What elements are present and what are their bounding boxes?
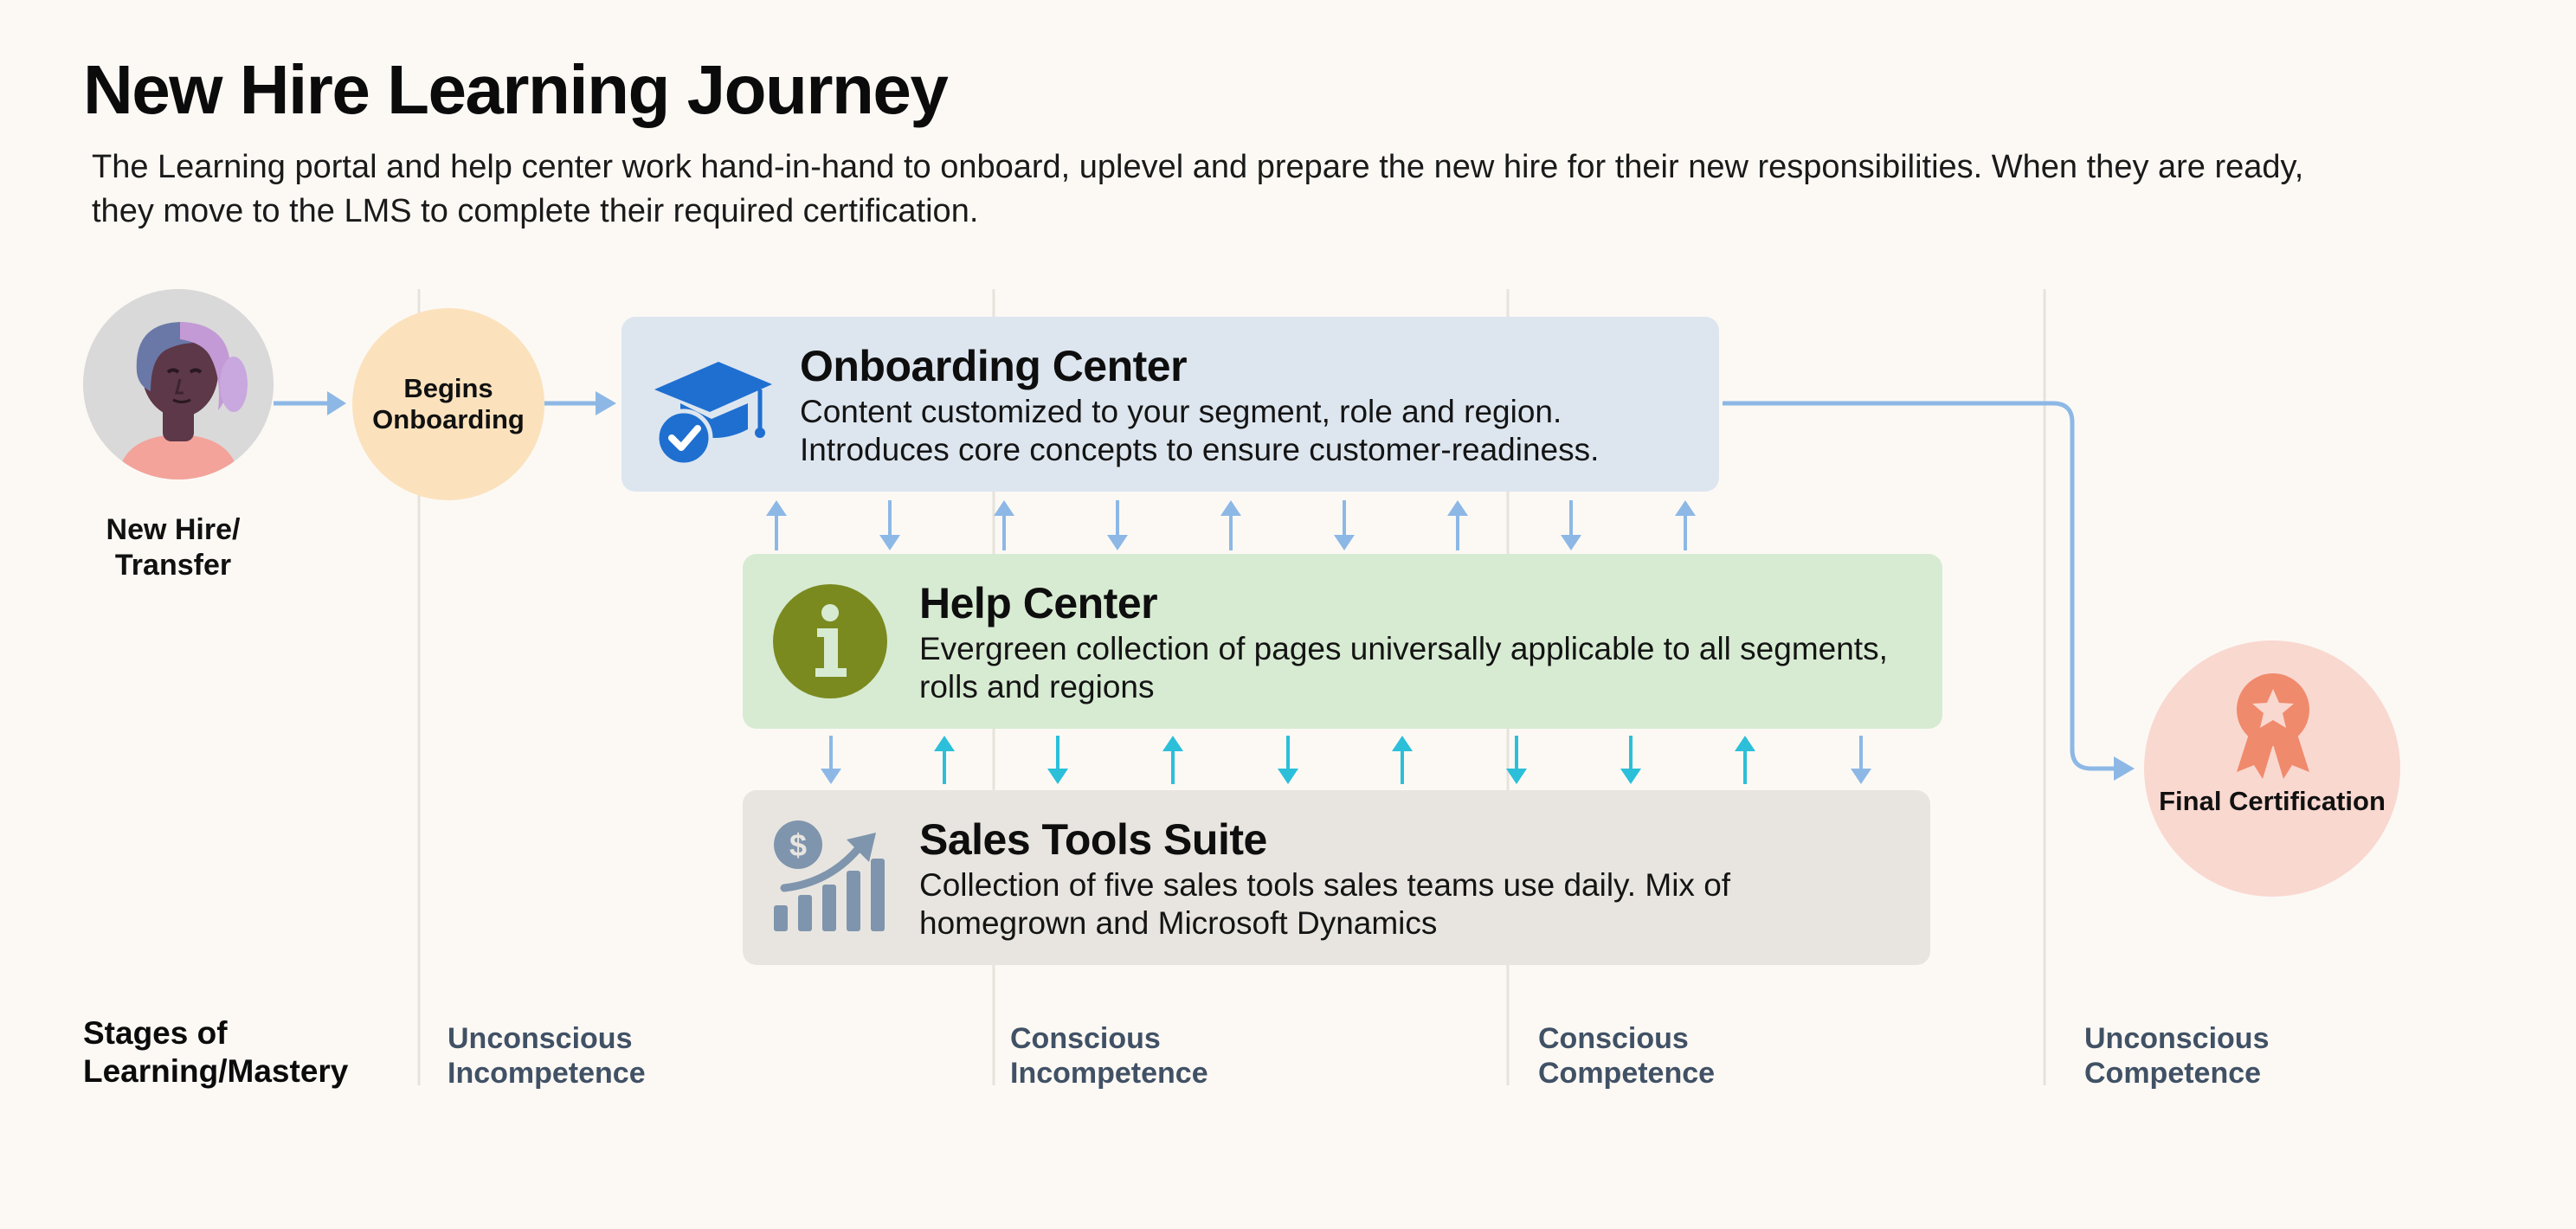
sales-tools-suite-panel: Sales Tools Suite Collection of five sal… — [743, 790, 1930, 965]
final-certification-label: Final Certification — [2159, 786, 2386, 816]
flow-arrows — [274, 391, 2135, 781]
up-arrow — [1220, 500, 1241, 550]
growth-chart-icon: $ — [774, 820, 885, 931]
up-arrow — [934, 736, 955, 784]
onboarding-help-arrows — [766, 500, 1696, 550]
person-icon — [83, 289, 274, 479]
onboarding-center-title: Onboarding Center — [800, 342, 1188, 390]
up-arrow — [1735, 736, 1755, 784]
up-arrow — [1447, 500, 1468, 550]
new-hire-avatar — [83, 289, 274, 479]
up-arrow — [1675, 500, 1696, 550]
up-arrow — [1162, 736, 1183, 784]
page-title: New Hire Learning Journey — [83, 51, 949, 128]
info-icon — [773, 584, 887, 698]
down-arrow — [821, 736, 841, 784]
stage-label: Conscious Incompetence — [1010, 1022, 1208, 1090]
sales-tools-suite-description: Collection of five sales tools sales tea… — [919, 867, 1731, 941]
help-center-title: Help Center — [919, 579, 1158, 627]
stage-label: Conscious Competence — [1538, 1022, 1716, 1090]
begins-onboarding-label: Begins Onboarding — [372, 373, 525, 434]
up-arrow — [1392, 736, 1413, 784]
up-arrow — [766, 500, 787, 550]
down-arrow — [1334, 500, 1355, 550]
sales-tools-suite-title: Sales Tools Suite — [919, 815, 1267, 864]
person-label: New Hire/ Transfer — [106, 513, 241, 582]
arrow-onboarding-to-certification — [1723, 401, 2117, 771]
down-arrow — [1851, 736, 1871, 784]
page-subtitle: The Learning portal and help center work… — [92, 149, 2304, 229]
onboarding-center-panel: Onboarding Center Content customized to … — [621, 317, 1719, 492]
arrow-onboarding-to-certification-head — [2114, 756, 2135, 781]
help-center-description: Evergreen collection of pages universall… — [919, 631, 1888, 705]
down-arrow — [1620, 736, 1641, 784]
arrow-person-to-begins-head — [327, 391, 346, 415]
arrow-begins-to-onboarding-head — [596, 391, 616, 415]
onboarding-center-description: Content customized to your segment, role… — [800, 394, 1600, 467]
down-arrow — [879, 500, 900, 550]
down-arrow — [1107, 500, 1128, 550]
down-arrow — [1047, 736, 1068, 784]
down-arrow — [1278, 736, 1298, 784]
help-center-panel: Help Center Evergreen collection of page… — [743, 554, 1942, 729]
stage-label: Unconscious Competence — [2084, 1022, 2270, 1090]
down-arrow — [1561, 500, 1581, 550]
begins-onboarding-node: Begins Onboarding — [352, 308, 544, 500]
award-ribbon-icon — [2237, 673, 2309, 779]
stage-label: Unconscious Incompetence — [448, 1022, 646, 1090]
up-arrow — [994, 500, 1014, 550]
down-arrow — [1506, 736, 1527, 784]
stages-heading: Stages of Learning/Mastery — [83, 1015, 349, 1089]
graduation-cap-icon — [654, 362, 772, 467]
svg-text:$: $ — [789, 827, 807, 863]
help-tools-arrows — [821, 736, 1871, 784]
